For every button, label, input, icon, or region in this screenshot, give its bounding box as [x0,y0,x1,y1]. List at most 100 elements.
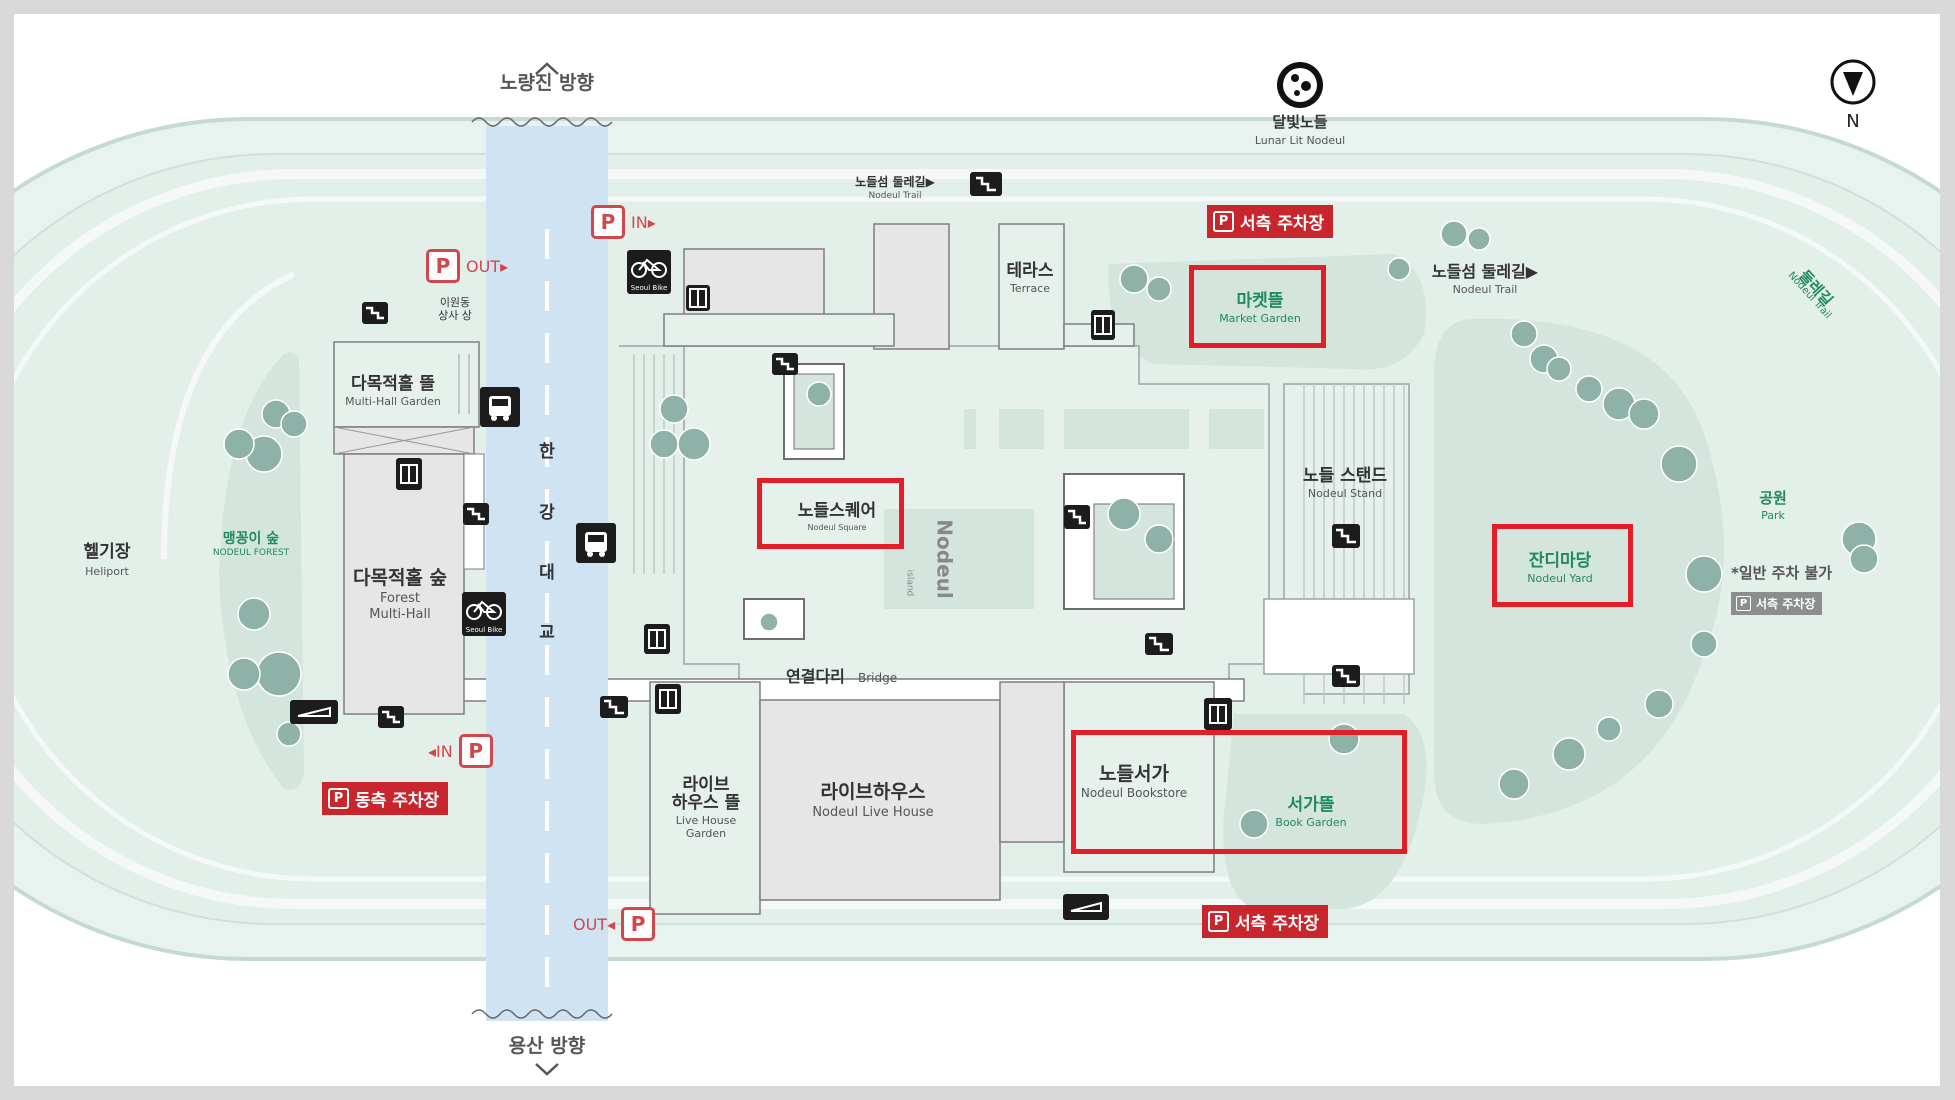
seoul-bike-label: Seoul Bike [630,284,668,292]
stand-cutout [1263,598,1415,675]
lower-mid-block [999,681,1065,843]
direction-north-label: 노량진 방향 [499,72,595,94]
no-parking-note: *일반 주차 불가 [1731,564,1833,582]
stairs-icon [1332,524,1360,548]
west-parking-top-badge: P 서측 주차장 [1207,205,1334,238]
bridge-connector-subtitle: Bridge [858,671,898,685]
park-subtitle: Park [1761,509,1785,522]
east-parking-badge: P 동측 주차장 [322,782,449,815]
bookstore-bldg [1063,681,1215,873]
west-parking-bottom-badge: P 서측 주차장 [1202,905,1329,938]
trail-right-subtitle: Nodeul Trail [1452,283,1518,296]
parking-p-icon: P [328,788,349,809]
market-garden-area [1108,254,1426,370]
stairs-icon [772,353,798,375]
parking-p-icon: P [1208,911,1229,932]
nodeul-island-patch [884,509,1034,609]
parking-in-top-label: IN▸ [631,212,656,232]
bicycle-icon: Seoul Bike [627,250,671,294]
highlight-nodeul-square [757,478,904,549]
elevator-icon [644,624,670,654]
iwondong-line1: 이원동 [439,296,471,309]
parking-in-bottom-label: ◂IN [428,741,453,761]
terrace-subtitle: Terrace [1009,282,1051,295]
stairs-icon [378,706,404,728]
roof-x2 [333,426,475,455]
nodeul-square-subtitle: Nodeul Square [807,523,867,532]
heliport-title: 헬기장 [83,542,131,562]
heliport-subtitle: Heliport [85,565,129,578]
book-garden-subtitle: Book Garden [1275,816,1347,829]
ring-lane-2 [14,196,1940,882]
compass-icon [1830,59,1876,105]
stairs-icon [970,172,1002,196]
nodeul-island-title: Nodeul [932,519,957,599]
live-house-subtitle: Nodeul Live House [812,805,934,820]
market-garden-subtitle: Market Garden [1219,312,1301,325]
parking-p-icon: P [458,734,493,768]
elevator-icon [655,684,681,714]
multi-hall-garden-subtitle: Multi-Hall Garden [345,395,441,408]
east-parking-label: 동측 주차장 [355,791,440,811]
park-title: 공원 [1759,489,1787,507]
nodeul-stand-title: 노들 스탠드 [1302,466,1388,486]
live-house-garden-subtitle-2: Garden [685,827,727,840]
parking-p-icon: P [1213,211,1234,232]
ramp-icon [290,700,338,724]
parking-in-top: P IN▸ [591,205,656,239]
bridge-name-char-2: 강 [539,503,555,523]
trail-top-title: 노들섬 둘레길▶ [855,175,935,189]
bridge-connector-title: 연결다리 [786,667,845,686]
elevator-icon [686,285,710,311]
maengkkongi-title: 맹꽁이 숲 [222,531,280,547]
live-house-garden-bldg [649,681,761,915]
stairs-icon [1332,665,1360,687]
elevator-icon [1204,698,1232,730]
compass-label: N [1846,111,1860,132]
multi-hall-subtitle-1: Forest [380,591,420,606]
market-garden-title: 마켓뜰 [1236,291,1284,311]
bus-icon [480,387,520,427]
parking-out-bottom-label: OUT◂ [573,914,616,934]
seoul-bike-label: Seoul Bike [465,626,503,634]
stand-steps [1303,384,1405,604]
west-parking-bottom-label: 서측 주차장 [1235,914,1320,934]
grass-row-2 [999,409,1044,449]
trail-top-subtitle: Nodeul Trail [868,191,922,201]
stairs-icon [1145,633,1173,655]
parking-out-bottom: OUT◂ P [573,907,656,941]
wave-top [471,117,613,127]
maengkkongi-subtitle: NODEUL FOREST [212,548,290,558]
multi-hall-title: 다목적홀 숲 [352,567,448,589]
elevator-icon [396,458,422,490]
west-parking-top-label: 서측 주차장 [1240,214,1325,234]
lunar-title: 달빛노들 [1272,113,1328,131]
terrace-building [998,223,1065,350]
multi-hall-garden-title: 다목적홀 뜰 [350,374,436,394]
highlight-bookstore-garden [1071,730,1407,854]
parking-out-top: P OUT▸ [426,249,508,283]
multi-hall-garden-bldg [333,341,480,428]
park-parking-badge: P 서측 주차장 [1731,592,1823,615]
live-house-garden-title-1: 라이브 [682,775,730,795]
nodeul-island-subtitle: island [904,569,915,597]
nodeul-stand-subtitle: Nodeul Stand [1307,487,1383,500]
moon-icon [1277,62,1323,108]
map-canvas [14,62,1940,1076]
live-house-bldg [759,699,1001,901]
multi-hall-subtitle-2: Multi-Hall [369,607,431,622]
grass-row-1 [964,409,976,449]
parking-in-bottom: ◂IN P [428,734,493,768]
stairs-icon [463,503,489,525]
live-house-garden-title-2: 하우스 뜰 [671,793,741,813]
bridge-name-char-3: 대 [539,563,555,583]
ramp-icon [1063,894,1109,920]
terrace-title: 테라스 [1006,261,1054,281]
deck-steps [633,354,675,574]
live-house-garden-subtitle-1: Live House [675,814,737,827]
highlight-market-garden [1189,265,1326,348]
grass-row-3 [1064,409,1189,449]
bus-icon [576,523,616,563]
trail-right-title: 노들섬 둘레길▶ [1431,262,1539,281]
bicycle-icon: Seoul Bike [462,592,506,636]
